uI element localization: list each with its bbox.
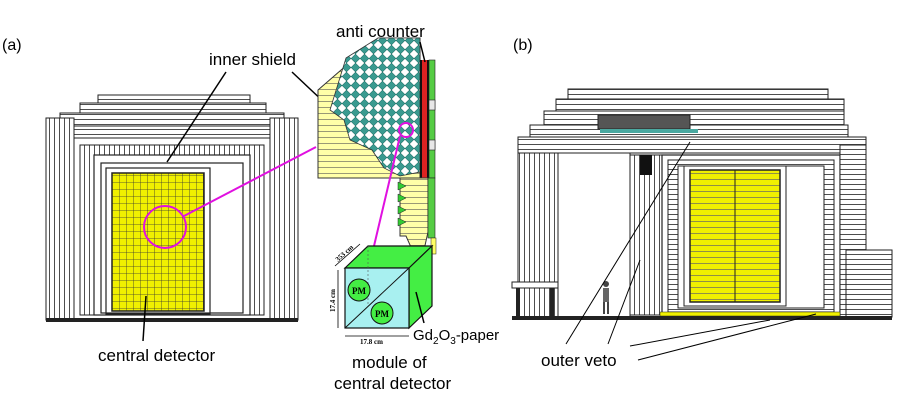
- detector-assembly-b: [511, 88, 893, 320]
- detector-assembly-a: [45, 94, 299, 322]
- module-height-dimension: 17.4 cm: [329, 289, 337, 312]
- zoom-circle-a: [143, 205, 187, 249]
- anti-counter-label: anti counter: [336, 22, 425, 41]
- module-caption-line1: module of: [352, 353, 427, 372]
- module-caption-line2: central detector: [334, 374, 452, 393]
- outer-veto-label: outer veto: [541, 351, 617, 370]
- shield-cross-section: [317, 37, 437, 255]
- central-detector-pointer: [142, 295, 147, 342]
- gd-paper-label: Gd2O3-paper: [413, 327, 499, 347]
- outer-veto-pointer-1: [565, 141, 691, 345]
- inner-shield-label: inner shield: [209, 50, 296, 69]
- panel-a-tag: (a): [2, 37, 22, 54]
- module-cube: [334, 243, 434, 337]
- zoom-line-module: [373, 135, 401, 247]
- inner-shield-pointer-1: [166, 71, 227, 163]
- anti-counter-pointer: [419, 41, 426, 63]
- outer-veto-pointer-3: [637, 313, 817, 361]
- central-detector-label: central detector: [98, 346, 216, 365]
- pm-top-label: PM: [352, 286, 366, 296]
- gd-paper-pointer: [415, 291, 425, 324]
- zoom-line-a: [183, 146, 317, 217]
- outer-veto-pointer-2: [607, 259, 641, 345]
- panel-b-tag: (b): [513, 37, 533, 54]
- outer-veto-pointer-4: [629, 319, 771, 347]
- pm-bottom-label: PM: [375, 309, 389, 319]
- module-width-dimension: 17.8 cm: [360, 338, 383, 346]
